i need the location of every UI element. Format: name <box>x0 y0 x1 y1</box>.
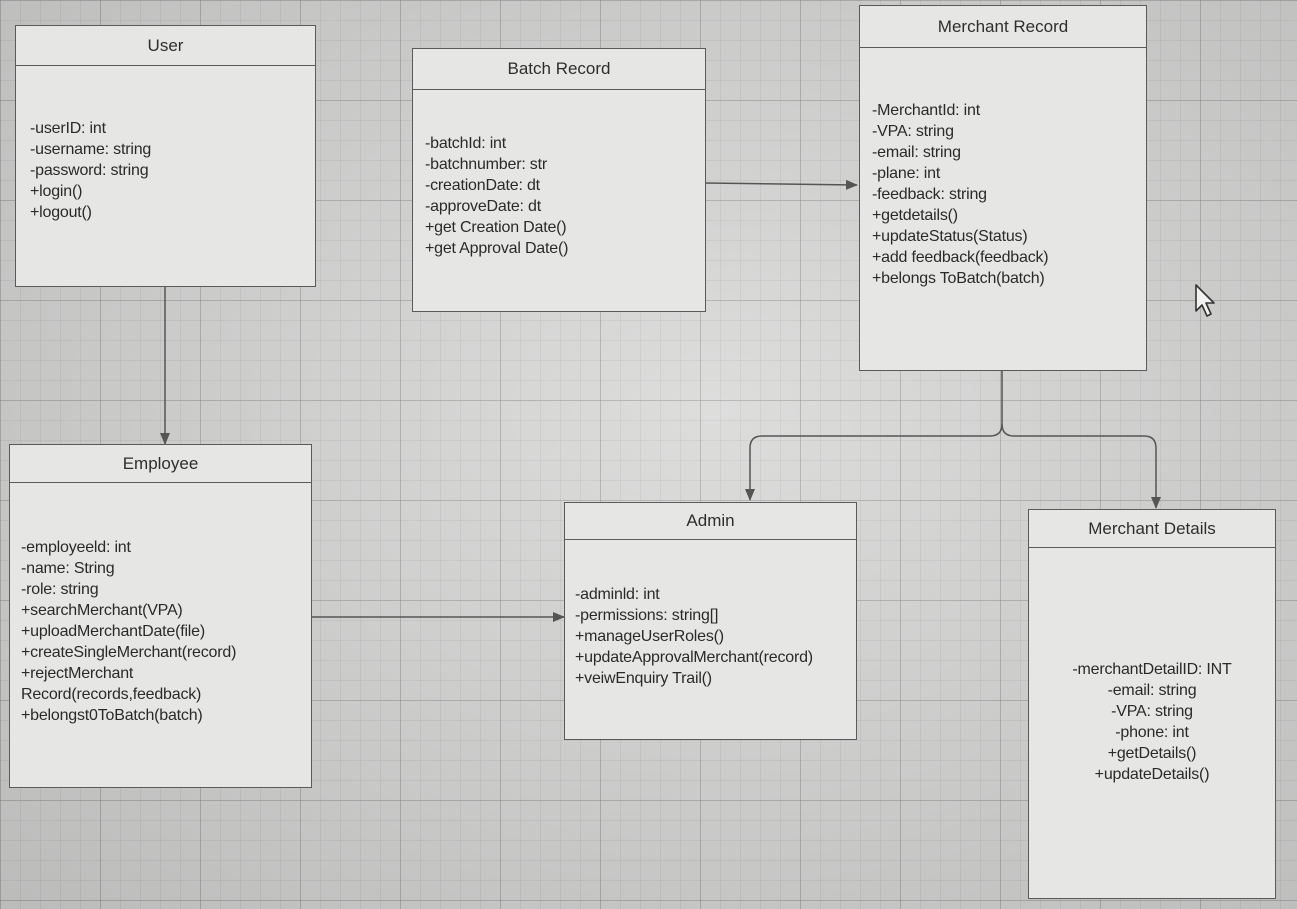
class-member: +rejectMerchant <box>21 665 134 682</box>
class-member: -feedback: string <box>872 186 987 203</box>
class-member: -MerchantId: int <box>872 102 980 119</box>
batch-record-class-members: -batchId: int -batchnumber: str -creatio… <box>413 90 705 311</box>
class-member: -password: string <box>30 162 149 179</box>
class-member: -role: string <box>21 581 99 598</box>
employee-class-members: -employeeld: int -name: String -role: st… <box>10 483 311 787</box>
class-member: +updateStatus(Status) <box>872 228 1028 245</box>
admin-class-title: Admin <box>565 503 856 540</box>
merchant-details-class-members: -merchantDetailID: INT -email: string -V… <box>1029 548 1275 898</box>
employee-class-box[interactable]: Employee -employeeld: int -name: String … <box>9 444 312 788</box>
admin-class-box[interactable]: Admin -adminld: int -permissions: string… <box>564 502 857 740</box>
class-member: -email: string <box>872 144 961 161</box>
class-member: +getdetails() <box>872 207 958 224</box>
class-member: +login() <box>30 183 83 200</box>
class-member: +searchMerchant(VPA) <box>21 602 183 619</box>
merchant-record-class-title: Merchant Record <box>860 6 1146 48</box>
class-member: -batchId: int <box>425 135 507 152</box>
class-member: -batchnumber: str <box>425 156 547 173</box>
class-member: -employeeld: int <box>21 539 131 556</box>
merchant-details-class-title: Merchant Details <box>1029 510 1275 548</box>
class-member: -creationDate: dt <box>425 177 540 194</box>
class-member: +veiwEnquiry Trail() <box>575 670 712 687</box>
class-member: -VPA: string <box>872 123 954 140</box>
class-member: -name: String <box>21 560 115 577</box>
class-member: -adminld: int <box>575 586 660 603</box>
class-member: Record(records,feedback) <box>21 686 202 703</box>
merchant-record-to-details-arrow <box>1001 423 1161 509</box>
merchant-record-class-members: -MerchantId: int -VPA: string -email: st… <box>860 48 1146 370</box>
merchant-record-to-admin-arrow <box>745 371 1003 501</box>
class-member: +belongst0ToBatch(batch) <box>21 707 203 724</box>
batch-record-class-title: Batch Record <box>413 49 705 90</box>
class-member: -plane: int <box>872 165 941 182</box>
employee-class-title: Employee <box>10 445 311 483</box>
class-member: -email: string <box>1107 682 1197 699</box>
class-member: -username: string <box>30 141 152 158</box>
class-member: +get Creation Date() <box>425 219 567 236</box>
class-member: +updateDetails() <box>1094 766 1210 783</box>
class-member: -VPA: string <box>1111 703 1193 720</box>
class-member: -merchantDetailID: INT <box>1072 661 1232 678</box>
class-member: +logout() <box>30 204 92 221</box>
class-member: +belongs ToBatch(batch) <box>872 270 1045 287</box>
batch-to-merchant-record-arrow <box>705 179 858 190</box>
class-member: -phone: int <box>1115 724 1189 741</box>
user-class-box[interactable]: User -userID: int -username: string -pas… <box>15 25 316 287</box>
merchant-details-class-box[interactable]: Merchant Details -merchantDetailID: INT … <box>1028 509 1276 899</box>
class-member: +get Approval Date() <box>425 240 569 257</box>
admin-class-members: -adminld: int -permissions: string[] +ma… <box>565 540 856 739</box>
class-member: +getDetails() <box>1107 745 1197 762</box>
class-member: +updateApprovalMerchant(record) <box>575 649 813 666</box>
arrow-cursor-icon <box>1195 284 1215 317</box>
class-member: +manageUserRoles() <box>575 628 724 645</box>
user-class-members: -userID: int -username: string -password… <box>16 66 315 286</box>
class-member: -approveDate: dt <box>425 198 541 215</box>
class-member: +createSingleMerchant(record) <box>21 644 237 661</box>
class-member: +add feedback(feedback) <box>872 249 1049 266</box>
class-member: +uploadMerchantDate(file) <box>21 623 205 640</box>
class-member: -permissions: string[] <box>575 607 719 624</box>
user-class-title: User <box>16 26 315 66</box>
batch-record-class-box[interactable]: Batch Record -batchId: int -batchnumber:… <box>412 48 706 312</box>
class-member: -userID: int <box>30 120 106 137</box>
merchant-record-class-box[interactable]: Merchant Record -MerchantId: int -VPA: s… <box>859 5 1147 371</box>
